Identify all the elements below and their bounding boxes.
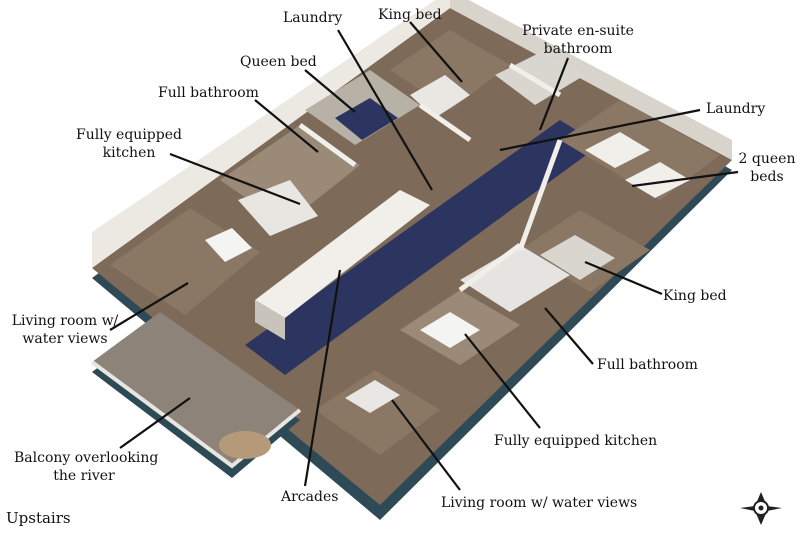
label-queen-beds: 2 queen beds xyxy=(738,150,796,186)
leader-private-bath xyxy=(538,57,570,131)
wall-a xyxy=(298,122,357,168)
leader-queen-beds xyxy=(631,170,739,188)
balcony-table xyxy=(219,431,271,459)
label-king-bed-top: King bed xyxy=(378,7,442,23)
kitchen-island xyxy=(238,180,318,236)
leader-king-bed-top xyxy=(409,21,463,83)
leader-full-bath-left xyxy=(254,99,319,153)
leader-laundry-right xyxy=(499,108,701,152)
label-queen-beds-line2: beds xyxy=(750,169,784,185)
label-queen-beds-line1: 2 queen xyxy=(738,151,796,167)
wall-b xyxy=(418,102,472,143)
label-queen-bed: Queen bed xyxy=(240,54,317,70)
leader-laundry-left xyxy=(337,29,433,191)
label-kitchen-left: Fully equipped kitchen xyxy=(74,126,184,162)
label-living-room-left-line2: water views xyxy=(22,331,108,347)
central-partition xyxy=(255,190,430,318)
queen-bed-one xyxy=(585,132,650,168)
label-kitchen-left-line1: Fully equipped xyxy=(76,127,182,143)
dining-table-left xyxy=(205,228,252,262)
label-living-room-left-line1: Living room w/ xyxy=(11,313,119,329)
label-balcony-line2: the river xyxy=(53,468,115,484)
wall-e xyxy=(458,243,522,292)
kitchen-right-island xyxy=(420,312,480,348)
central-partition-side xyxy=(255,300,285,340)
floor-label: Upstairs xyxy=(6,509,71,527)
label-laundry-right: Laundry xyxy=(706,101,766,117)
balcony-railing xyxy=(90,360,302,469)
label-living-room-left: Living room w/ water views xyxy=(8,312,122,348)
label-full-bathroom-left: Full bathroom xyxy=(158,85,259,101)
wall-c xyxy=(508,62,562,98)
sofa-right xyxy=(345,380,400,413)
label-kitchen-left-line2: kitchen xyxy=(102,145,156,161)
label-king-bed-right: King bed xyxy=(663,288,727,304)
leader-living-left xyxy=(109,282,189,331)
label-private-bathroom-line1: Private en-suite xyxy=(522,23,634,39)
compass-badge-icon xyxy=(740,492,782,525)
wall-d xyxy=(517,139,563,251)
outer-wall-right xyxy=(450,0,732,160)
living-room-right-floor xyxy=(315,370,440,455)
full-bathroom-right-floor xyxy=(460,245,570,312)
leader-arcades xyxy=(303,269,342,487)
label-arcades: Arcades xyxy=(281,489,339,505)
leader-balcony xyxy=(119,397,191,449)
balcony-deck xyxy=(92,312,300,466)
leader-queen-bed xyxy=(304,69,356,113)
label-balcony-line1: Balcony overlooking xyxy=(14,450,159,466)
leader-kitchen-right xyxy=(464,333,541,429)
leader-lines xyxy=(109,21,739,491)
leader-living-right xyxy=(391,399,461,491)
king-bed-right xyxy=(540,235,615,280)
label-kitchen-right: Fully equipped kitchen xyxy=(494,433,658,449)
label-private-bathroom: Private en-suite bathroom xyxy=(512,22,644,58)
leader-king-bed-right xyxy=(584,260,663,296)
queen-bed-two xyxy=(625,162,690,198)
label-private-bathroom-line2: bathroom xyxy=(543,41,613,57)
label-full-bathroom-right: Full bathroom xyxy=(597,357,698,373)
label-laundry-left: Laundry xyxy=(283,10,343,26)
leader-full-bath-right xyxy=(544,307,594,365)
label-balcony: Balcony overlooking the river xyxy=(14,449,159,485)
leader-kitchen-left xyxy=(169,152,301,206)
queen-bed xyxy=(335,98,398,140)
private-bathroom-floor xyxy=(495,50,585,105)
label-living-room-right: Living room w/ water views xyxy=(441,495,638,511)
